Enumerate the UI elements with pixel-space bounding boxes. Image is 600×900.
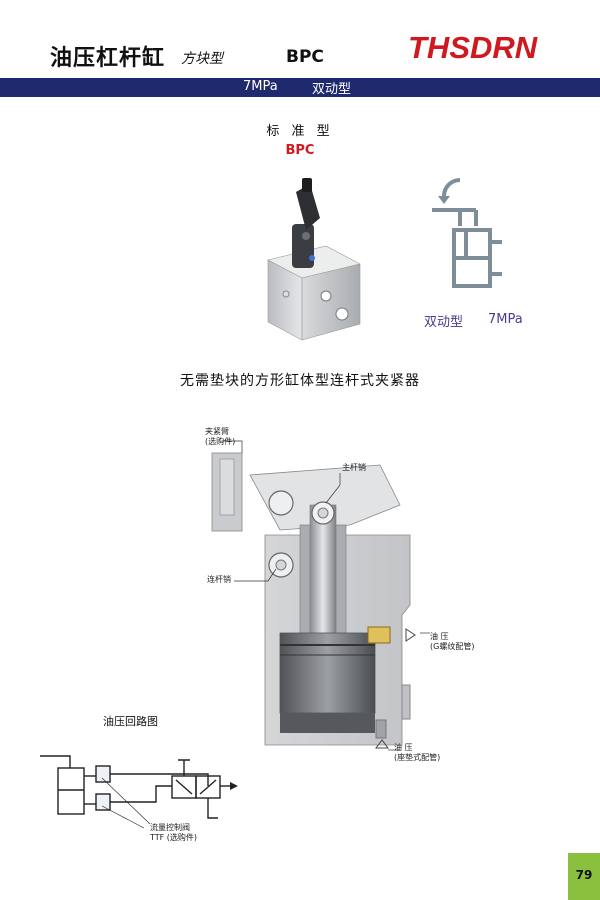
spec-bar xyxy=(0,78,600,97)
page-number-box xyxy=(568,853,600,900)
page-number: 79 xyxy=(575,868,593,882)
flow-control-valve-label: 流量控制阀 TTF (选购件) xyxy=(150,823,197,843)
standard-label: 标 准 型 xyxy=(266,124,334,139)
main-pin-label: 主杆销 xyxy=(342,463,366,472)
symbol-pressure-label: 7MPa xyxy=(488,312,523,327)
product-photo xyxy=(267,178,361,341)
clamp-arm-label-line1: 夹紧臂 xyxy=(205,427,229,436)
circuit-title: 油压回路图 xyxy=(103,715,158,728)
description-heading: 无需垫块的方形缸体型连杆式夹紧器 xyxy=(180,373,420,389)
double-acting-symbol xyxy=(432,178,502,288)
oil-port-pad-label: 油 压 (座垫式配管) xyxy=(394,743,440,763)
oil-port-g-label: 油 压 (G螺纹配管) xyxy=(430,632,474,652)
link-pin-label: 连杆销 xyxy=(207,575,231,584)
oil-port-pad-line2: (座垫式配管) xyxy=(394,753,441,762)
oil-port-pad-line1: 油 压 xyxy=(394,743,413,752)
flow-control-valve-line2: TTF (选购件) xyxy=(150,833,198,842)
clamp-arm-label-line2: (选购件) xyxy=(205,437,236,446)
clamp-arm-label: 夹紧臂 (选购件) xyxy=(205,427,235,447)
symbol-type-label: 双动型 xyxy=(424,315,464,330)
section-drawing xyxy=(211,440,430,751)
standard-model: BPC xyxy=(285,143,315,158)
brand-text: THSDRN xyxy=(408,30,538,64)
page-title: 油压杠杆缸 xyxy=(50,46,166,71)
hydraulic-circuit-diagram xyxy=(40,755,238,829)
model-code: BPC xyxy=(286,47,324,67)
flow-control-valve-line1: 流量控制阀 xyxy=(150,823,190,832)
bar-action-type: 双动型 xyxy=(312,82,352,97)
page-subtitle: 方块型 xyxy=(181,51,223,67)
bar-pressure: 7MPa xyxy=(243,79,278,94)
oil-port-g-line1: 油 压 xyxy=(430,632,449,641)
brand-logo: THSDRN xyxy=(408,30,538,64)
oil-port-g-line2: (G螺纹配管) xyxy=(430,642,475,651)
